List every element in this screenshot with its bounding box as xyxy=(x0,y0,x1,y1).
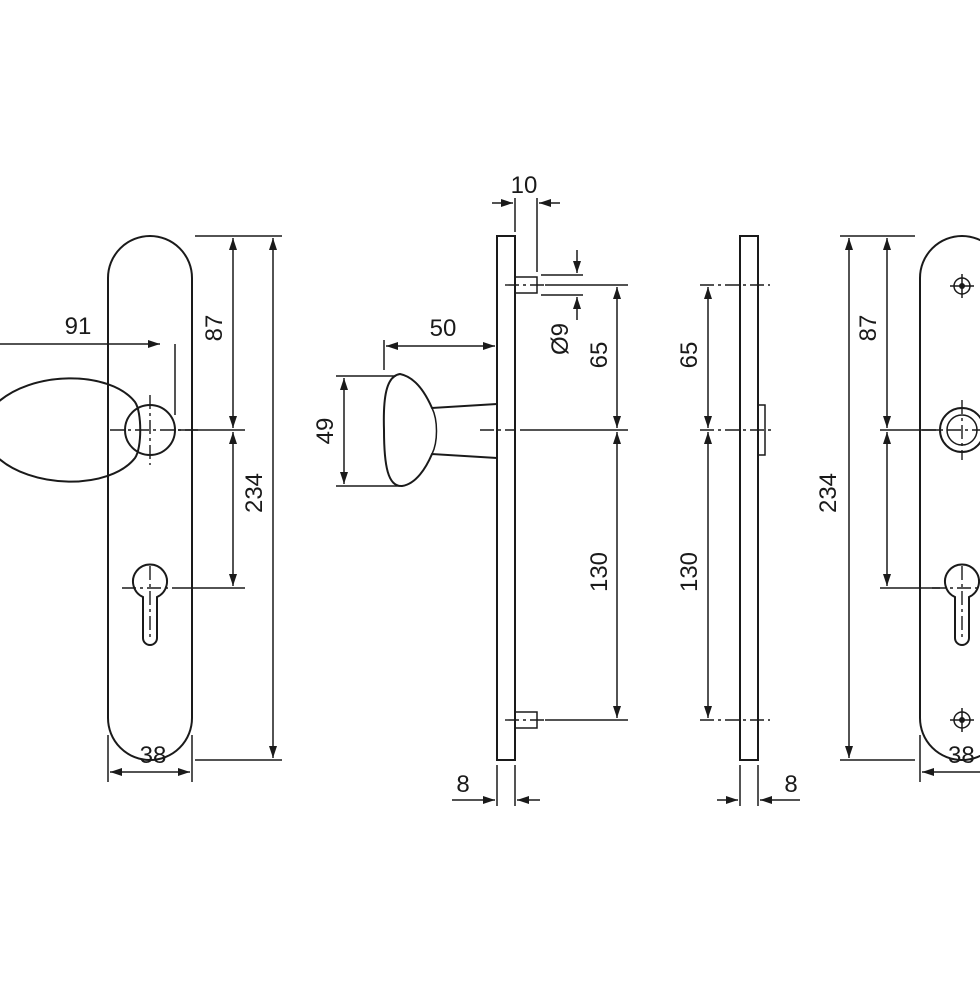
knob-profile xyxy=(382,372,498,488)
dim-side-lower-spacing: 130 xyxy=(586,552,613,592)
front-view-inner: 234 87 38 xyxy=(815,235,980,782)
dim-side-knob-diameter: 49 xyxy=(312,418,339,445)
dim-side-knob-projection: 50 xyxy=(430,315,457,342)
inner-side-plate xyxy=(739,235,759,761)
dim-inner-total-height: 234 xyxy=(815,473,842,513)
inner-cylinder-keyhole xyxy=(944,563,980,646)
dim-side-screw-diameter: Ø9 xyxy=(547,323,574,355)
dim-inner-width: 38 xyxy=(948,742,975,769)
dim-inner-upper-spacing: 65 xyxy=(676,342,703,369)
dim-inner-plate-thickness: 8 xyxy=(784,771,797,798)
dim-front-top-to-knob: 87 xyxy=(201,315,228,342)
dim-front-projection: 91 xyxy=(65,313,92,340)
cylinder-keyhole xyxy=(132,563,168,646)
dim-inner-lower-spacing: 130 xyxy=(676,552,703,592)
dim-side-screw-offset: 10 xyxy=(511,172,538,199)
side-view-inner: 65 130 8 xyxy=(676,235,800,806)
dim-inner-top-to-spindle: 87 xyxy=(855,315,882,342)
backplate-outline xyxy=(107,235,193,761)
dim-side-plate-thickness: 8 xyxy=(456,771,469,798)
side-plate xyxy=(496,235,516,761)
inner-backplate-outline xyxy=(919,235,980,761)
front-view-knob: 91 87 234 38 xyxy=(0,235,282,782)
dim-side-upper-spacing: 65 xyxy=(586,342,613,369)
side-view-knob: 10 Ø9 65 130 50 49 8 xyxy=(312,172,628,806)
dim-front-width: 38 xyxy=(140,742,167,769)
dim-front-knob-to-cylinder: 234 xyxy=(241,473,268,513)
